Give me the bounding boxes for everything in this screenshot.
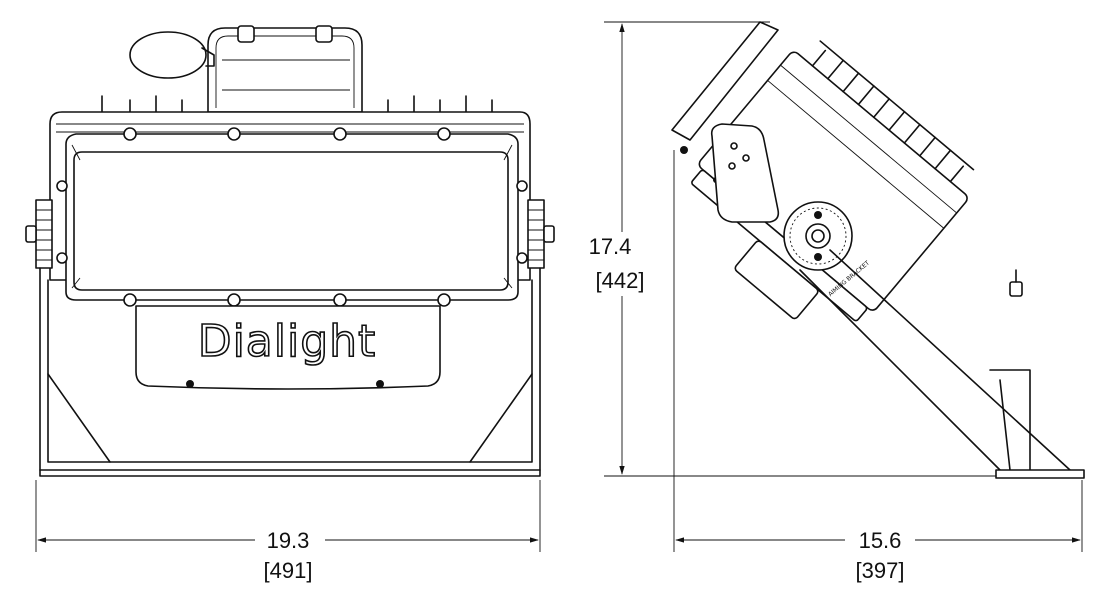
lens-frame	[65, 133, 519, 301]
brand-plate	[135, 305, 441, 390]
bracket-arm	[799, 249, 1085, 479]
front-view: Dialight 19.3 [491]	[25, 25, 555, 583]
height-mm-label: [442]	[596, 268, 645, 293]
junction-box	[129, 25, 363, 113]
aiming-bracket	[710, 123, 780, 223]
angle-dial	[783, 201, 853, 271]
top-studs	[101, 95, 493, 113]
depth-dimension	[673, 150, 1083, 552]
rim-screws	[56, 127, 528, 307]
height-dimension	[604, 21, 1000, 477]
side-bezel	[671, 21, 779, 183]
depth-inches-label: 15.6	[859, 528, 902, 553]
side-housing	[691, 40, 975, 322]
width-mm-label: [491]	[264, 558, 313, 583]
depth-mm-label: [397]	[856, 558, 905, 583]
width-dimension	[35, 480, 541, 552]
mounting-bracket	[39, 267, 541, 477]
side-view: 17.4 [442]	[589, 21, 1085, 583]
brand-label: Dialight	[198, 316, 377, 367]
width-inches-label: 19.3	[267, 528, 310, 553]
side-brackets	[25, 199, 555, 269]
height-inches-label: 17.4	[589, 234, 632, 259]
